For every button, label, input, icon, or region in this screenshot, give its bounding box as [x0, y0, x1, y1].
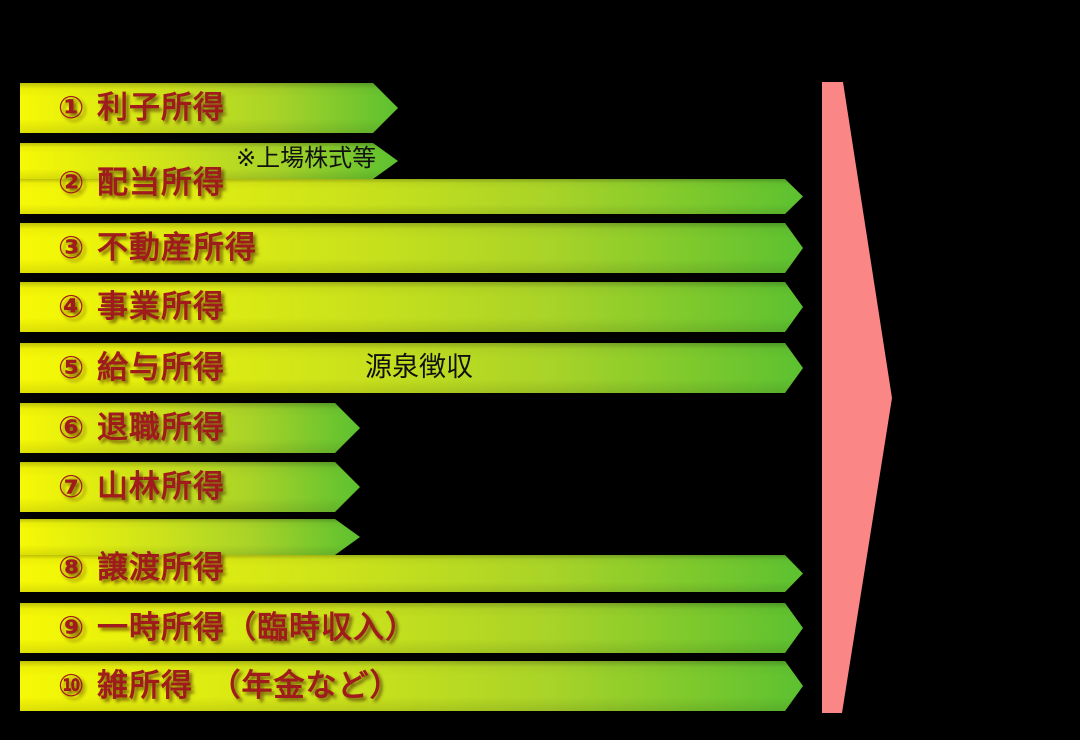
income-arrow-7 — [20, 462, 360, 512]
withholding-note: 源泉徴収 — [365, 352, 473, 383]
income-arrow-8-upper — [20, 519, 360, 555]
income-arrow-2-lower — [20, 179, 803, 214]
income-arrow-3 — [20, 223, 803, 273]
merge-arrow-shape — [822, 82, 892, 713]
income-arrow-1 — [20, 83, 398, 133]
income-arrow-6 — [20, 403, 360, 453]
listed-stocks-note: ※上場株式等 — [236, 144, 377, 172]
income-label-1: ① 利子所得 — [58, 90, 226, 126]
income-arrow-10 — [20, 661, 803, 711]
income-label-6: ⑥ 退職所得 — [58, 410, 226, 446]
income-label-3: ③ 不動産所得 — [58, 230, 258, 266]
income-label-8: ⑧ 譲渡所得 — [58, 550, 226, 586]
income-label-7: ⑦ 山林所得 — [58, 469, 226, 505]
income-label-5: ⑤ 給与所得 — [58, 350, 226, 386]
income-arrow-8-lower — [20, 555, 803, 592]
income-arrow-5 — [20, 343, 803, 393]
income-label-4: ④ 事業所得 — [58, 289, 226, 325]
income-arrow-4 — [20, 282, 803, 332]
income-label-9: ⑨ 一時所得（臨時収入） — [58, 610, 418, 646]
income-arrow-2-upper — [20, 143, 398, 179]
income-arrow-9 — [20, 603, 803, 653]
income-label-10: ⑩ 雑所得 （年金など） — [58, 668, 402, 704]
income-label-2: ② 配当所得 — [58, 165, 226, 201]
